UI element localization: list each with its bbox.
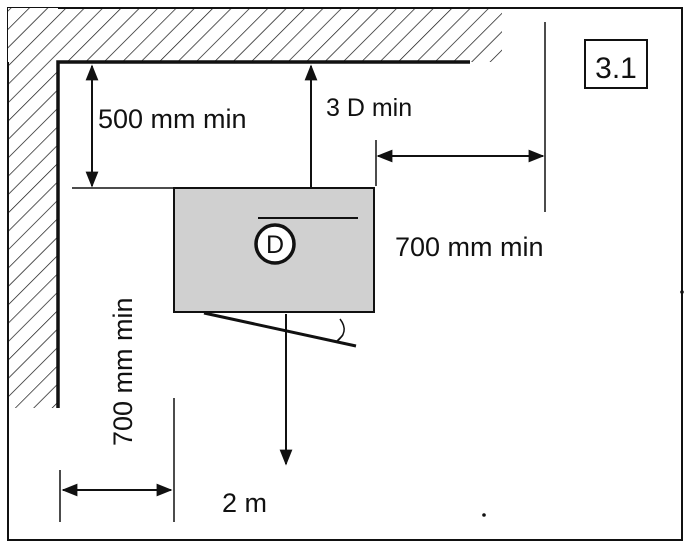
angle-arc-tip: [335, 334, 346, 344]
deflector-plate: [203, 311, 357, 348]
figure-badge: 3.1: [584, 39, 648, 89]
duct-symbol-label: D: [266, 231, 284, 259]
stray-dot: [680, 290, 684, 294]
duct-symbol: D: [254, 223, 296, 265]
figure-number: 3.1: [595, 52, 637, 85]
side-clearance-label: 700 mm min: [395, 232, 544, 262]
bottom-distance-label: 2 m: [222, 488, 267, 518]
stray-dot: [482, 513, 486, 517]
wall-outline: [56, 60, 470, 408]
wall-hatching: [8, 8, 502, 408]
duct-clearance-label: 3 D min: [326, 94, 412, 122]
left-clearance-label: 700 mm min: [108, 297, 138, 446]
top-clearance-label: 500 mm min: [98, 104, 247, 134]
